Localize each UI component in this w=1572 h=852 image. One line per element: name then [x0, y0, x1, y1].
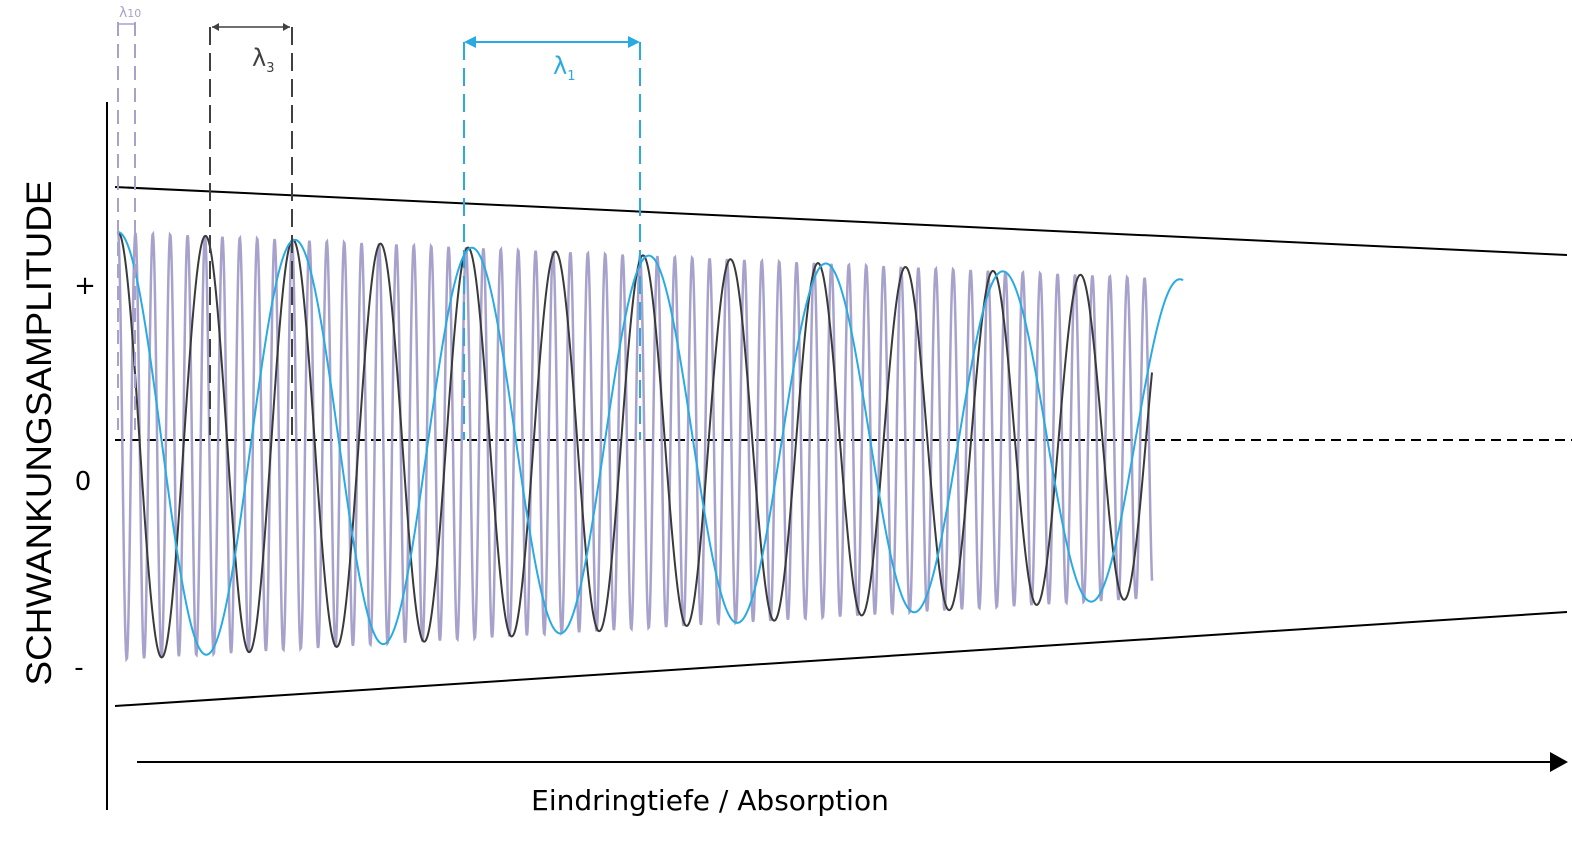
- marker-lambda1: [463, 36, 641, 440]
- x-axis-title: Eindringtiefe / Absorption: [531, 784, 889, 817]
- label-lambda1: λ1: [553, 52, 575, 84]
- marker-lambda10: [117, 22, 136, 430]
- y-tick-minus: -: [74, 653, 83, 683]
- wave-lambda10: [116, 230, 1154, 663]
- marker-lambda3: [209, 23, 293, 440]
- wave-lambda1: [117, 231, 1184, 656]
- label-lambda3: λ3: [252, 44, 274, 76]
- label-lambda10: λ10: [119, 5, 141, 21]
- y-axis-title: SCHWANKUNGSAMPLITUDE: [20, 180, 59, 685]
- x-axis-arrowhead: [1550, 752, 1568, 772]
- y-tick-plus: +: [74, 271, 96, 301]
- envelope-top: [114, 186, 1568, 256]
- y-tick-zero: 0: [75, 467, 92, 497]
- envelope-bottom: [114, 611, 1568, 707]
